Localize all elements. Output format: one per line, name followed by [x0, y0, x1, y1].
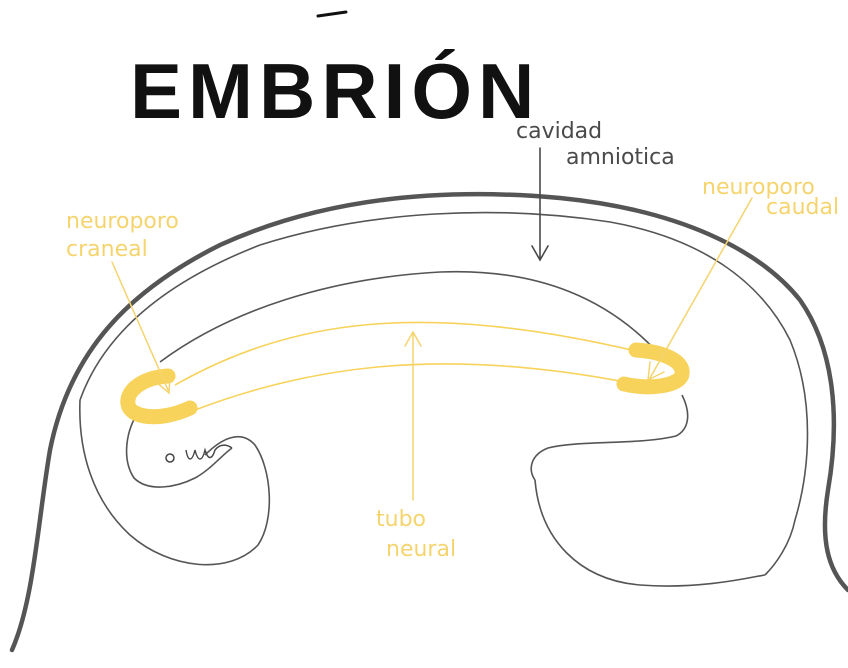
cranial-neuropore-label-line2: craneal: [66, 237, 148, 262]
caudal-neuropore-label-line2: caudal: [766, 195, 839, 220]
neural-tube-arrow-icon: [404, 330, 422, 501]
outer-body-outline: [9, 191, 848, 653]
amnion-outline: [79, 211, 809, 576]
cranial-neuropore-shape: [120, 368, 198, 425]
cranial-neuropore-label: neuroporo craneal: [66, 209, 186, 262]
amniotic-cavity-label: cavidad amniotica: [516, 119, 675, 170]
yolk-sac-outline: [534, 479, 766, 587]
embryo-eye-icon: [165, 453, 175, 463]
caudal-neuropore-arrow-icon: [647, 197, 753, 382]
cranial-neuropore-arrow-icon: [111, 261, 171, 395]
caudal-neuropore-shape: [616, 342, 690, 395]
caudal-neuropore-label-line1: neuroporo: [702, 175, 815, 200]
caudal-neuropore-label: neuroporo caudal: [702, 175, 839, 220]
amniotic-cavity-arrow-icon: [531, 147, 549, 262]
neural-tube-label: tubo neural: [376, 507, 456, 562]
neural-tube-label-line2: neural: [386, 537, 456, 562]
title-accent-mark: [316, 10, 348, 18]
amniotic-cavity-label-line1: cavidad: [516, 119, 602, 144]
embryo-pharyngeal-arches: [185, 444, 233, 460]
neural-tube-lower-line: [194, 363, 626, 411]
embryo-head-outline: [125, 409, 233, 488]
neural-tube-upper-line: [174, 321, 641, 386]
embryo-dorsal-line: [159, 270, 661, 363]
embryo-tail-outline: [530, 394, 689, 481]
amnion-outline-left-lower: [79, 399, 271, 566]
amniotic-cavity-label-line2: amniotica: [566, 145, 675, 170]
cranial-neuropore-label-line1: neuroporo: [66, 209, 179, 234]
page-title: EMBRIÓN: [130, 47, 540, 135]
neural-tube-label-line1: tubo: [376, 507, 426, 532]
